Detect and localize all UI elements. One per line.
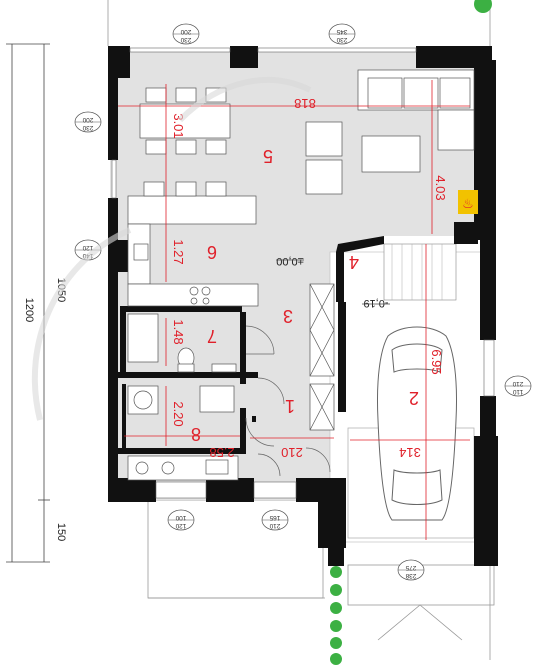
- window-bubble-2: 345 230: [328, 23, 356, 45]
- walls: [108, 46, 498, 566]
- level-garage: -0,19: [363, 297, 388, 309]
- window-1-top: 200: [180, 28, 191, 35]
- room-number-8: 8: [191, 424, 201, 444]
- window-8-bottom: 238: [405, 572, 416, 579]
- stairs: [383, 243, 457, 301]
- dim-room8-side: 2.20: [171, 401, 186, 426]
- overall-dim-outer: 1200: [23, 298, 35, 322]
- window-4-top: 120: [82, 244, 93, 251]
- window-bubble-7: 165 210: [261, 509, 289, 531]
- room-number-6: 6: [207, 242, 217, 262]
- window-5-top: 210: [512, 380, 523, 387]
- room-number-3: 3: [283, 306, 293, 326]
- room-number-2: 2: [409, 388, 419, 408]
- window-bubble-1: 200 230: [172, 23, 200, 45]
- room-number-7: 7: [207, 326, 217, 346]
- kitchen: [127, 195, 259, 307]
- window-2-top: 345: [336, 28, 347, 35]
- room-number-5: 5: [263, 146, 273, 166]
- window-bubble-5: 210 110: [504, 375, 532, 397]
- living-furniture: [305, 69, 475, 195]
- room-dimension-lines: [118, 80, 470, 540]
- stair-treads: [391, 244, 443, 300]
- watermark: [31, 77, 312, 421]
- overall-dimension-lines: [6, 43, 50, 563]
- wardrobes: [309, 283, 335, 431]
- window-6-bottom: 120: [175, 522, 186, 529]
- window-5-bottom: 110: [512, 388, 523, 395]
- dim-garage-width: 314: [399, 445, 421, 460]
- dim-room1: 210: [281, 445, 303, 460]
- dim-living-width: 818: [294, 96, 316, 111]
- dim-room8: 2.58: [209, 445, 234, 460]
- room-number-4: 4: [349, 252, 359, 272]
- window-bubble-6: 100 120: [167, 509, 195, 531]
- wc-fixtures: [127, 313, 237, 373]
- level-main: ±0,00: [276, 255, 303, 267]
- window-3-top: 200: [82, 116, 93, 123]
- window-1-bottom: 230: [180, 36, 191, 43]
- window-8-top: 275: [405, 564, 416, 571]
- window-2-bottom: 230: [336, 36, 347, 43]
- window-frames: [111, 47, 495, 499]
- window-7-bottom: 210: [269, 522, 280, 529]
- car: [377, 326, 457, 521]
- window-6-top: 100: [175, 514, 186, 521]
- utility-fixtures: [127, 385, 239, 481]
- overall-dim-bottom: 150: [55, 523, 67, 541]
- dim-garage-side: 6.95: [429, 349, 444, 374]
- fire-icon: ♨: [462, 196, 474, 211]
- room-number-1: 1: [285, 396, 295, 416]
- dim-room6: 1.27: [171, 239, 186, 264]
- dim-room7: 1.48: [171, 319, 186, 344]
- window-7-top: 165: [269, 514, 280, 521]
- fireplace-box: [458, 190, 478, 214]
- window-bubble-3: 200 230: [74, 111, 102, 133]
- dim-living-side: 4.03: [433, 175, 448, 200]
- window-bubble-8: 275 238: [397, 559, 425, 581]
- window-3-bottom: 230: [82, 124, 93, 131]
- hedge: [330, 0, 492, 665]
